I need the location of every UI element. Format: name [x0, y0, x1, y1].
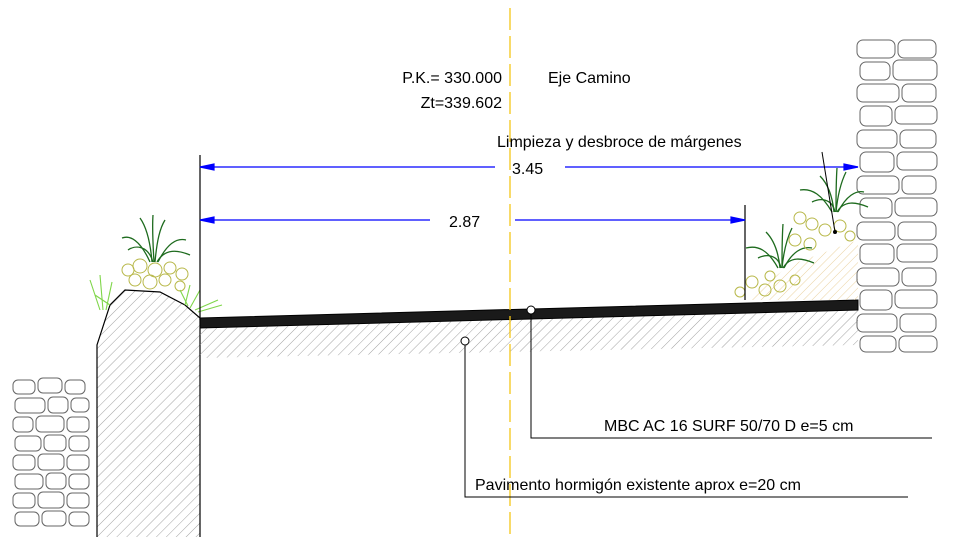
existing-pavement-marker [460, 336, 470, 346]
dimension-inner-label: 2.87 [449, 214, 480, 231]
shrub-left-icon [121, 258, 189, 292]
grass-blades-left-icon [89, 274, 223, 313]
grass-tuft-right-lower-icon [745, 223, 815, 269]
dimension-total-label: 3.45 [512, 161, 543, 178]
right-verge [745, 240, 858, 300]
surface-layer-annotation: MBC AC 16 SURF 50/70 D e=5 cm [604, 418, 853, 435]
station-pk-label: P.K.= 330.000 [402, 70, 502, 87]
dimension-total [199, 155, 859, 320]
existing-pavement-leader [464, 345, 908, 498]
clearing-leader [821, 151, 836, 233]
shrub-right-icon [734, 211, 856, 298]
existing-pavement-annotation: Pavimento hormigón existente aprox e=20 … [475, 477, 801, 494]
left-embankment-outline [96, 289, 201, 537]
station-zt-label: Zt=339.602 [421, 95, 503, 112]
left-embankment [97, 290, 200, 537]
surface-layer-marker [526, 305, 536, 315]
stone-wall-left-icon [12, 377, 90, 527]
clearing-annotation: Limpieza y desbroce de márgenes [497, 134, 742, 151]
stone-wall-right-icon [856, 39, 938, 353]
grass-tuft-right-upper-icon [799, 167, 869, 213]
axis-label: Eje Camino [548, 70, 631, 87]
existing-pavement-layer [200, 310, 858, 358]
dimension-inner [199, 205, 746, 300]
grass-tuft-left-icon [121, 214, 191, 263]
surface-layer-leader [530, 314, 932, 439]
